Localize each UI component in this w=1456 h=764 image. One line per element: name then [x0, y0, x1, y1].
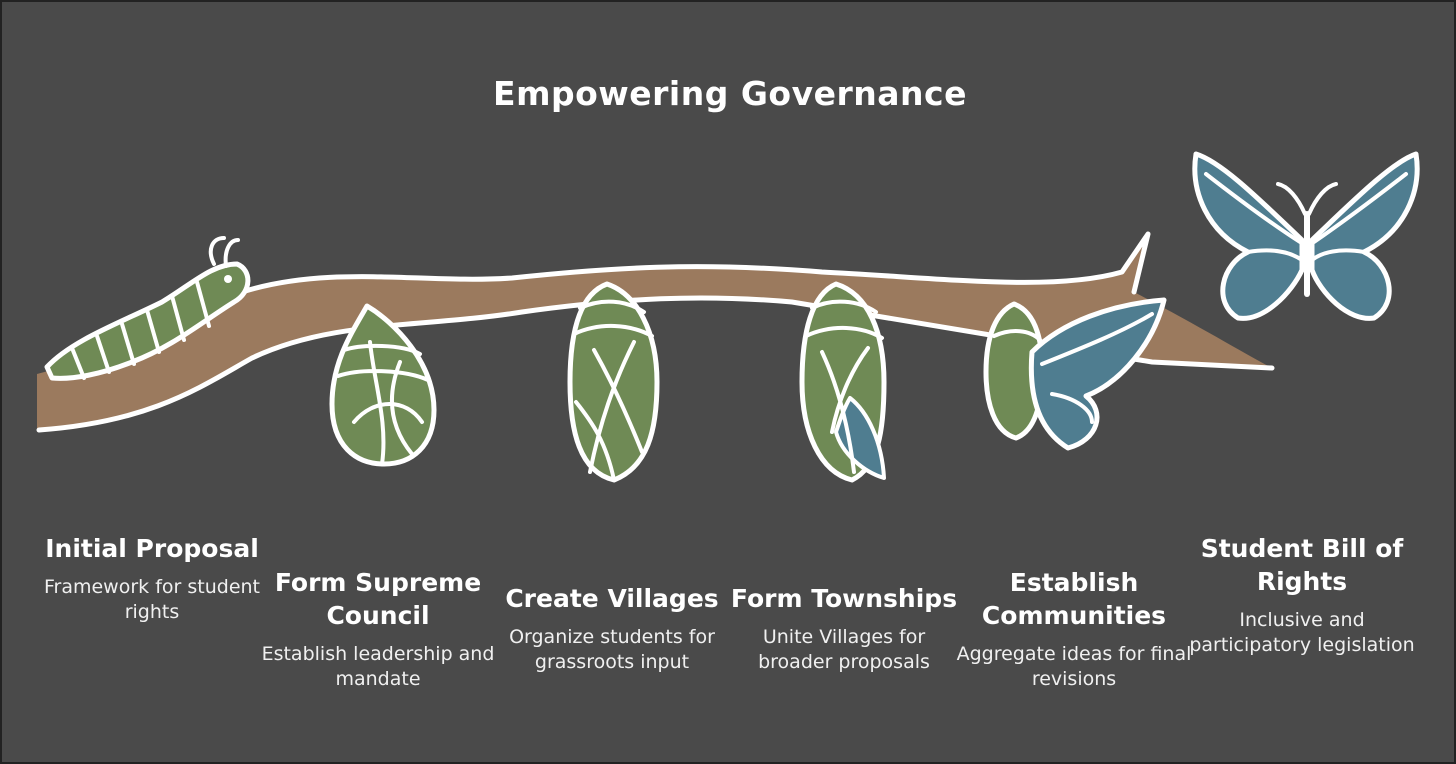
diagram-title: Empowering Governance — [493, 74, 967, 113]
branch-icon — [36, 231, 1275, 433]
step-establish-communities: Establish Communities Aggregate ideas fo… — [954, 566, 1194, 692]
step-student-bill-of-rights: Student Bill of Rights Inclusive and par… — [1182, 532, 1422, 658]
step-description: Organize students for grassroots input — [509, 626, 715, 673]
step-title: Establish Communities — [981, 568, 1167, 630]
emerging-butterfly-icon — [983, 297, 1167, 451]
step-description: Aggregate ideas for final revisions — [956, 643, 1192, 690]
cocoon-icon — [329, 303, 437, 467]
step-form-townships: Form Townships Unite Villages for broade… — [724, 582, 964, 675]
step-title: Form Townships — [730, 584, 958, 613]
step-title: Form Supreme Council — [274, 568, 482, 630]
step-description: Framework for student rights — [43, 576, 260, 623]
step-description: Unite Villages for broader proposals — [758, 626, 930, 673]
step-title: Create Villages — [505, 584, 719, 613]
step-initial-proposal: Initial Proposal Framework for student r… — [32, 532, 272, 625]
step-create-villages: Create Villages Organize students for gr… — [492, 582, 732, 675]
step-description: Inclusive and participatory legislation — [1189, 609, 1415, 656]
step-description: Establish leadership and mandate — [261, 643, 495, 690]
step-form-supreme-council: Form Supreme Council Establish leadershi… — [258, 566, 498, 692]
butterfly-icon — [1192, 151, 1420, 321]
caterpillar-icon — [44, 236, 251, 381]
step-title: Initial Proposal — [45, 534, 259, 563]
chrysalis-icon — [567, 281, 660, 483]
step-title: Student Bill of Rights — [1200, 534, 1404, 596]
chrysalis-wing-icon — [799, 281, 887, 483]
